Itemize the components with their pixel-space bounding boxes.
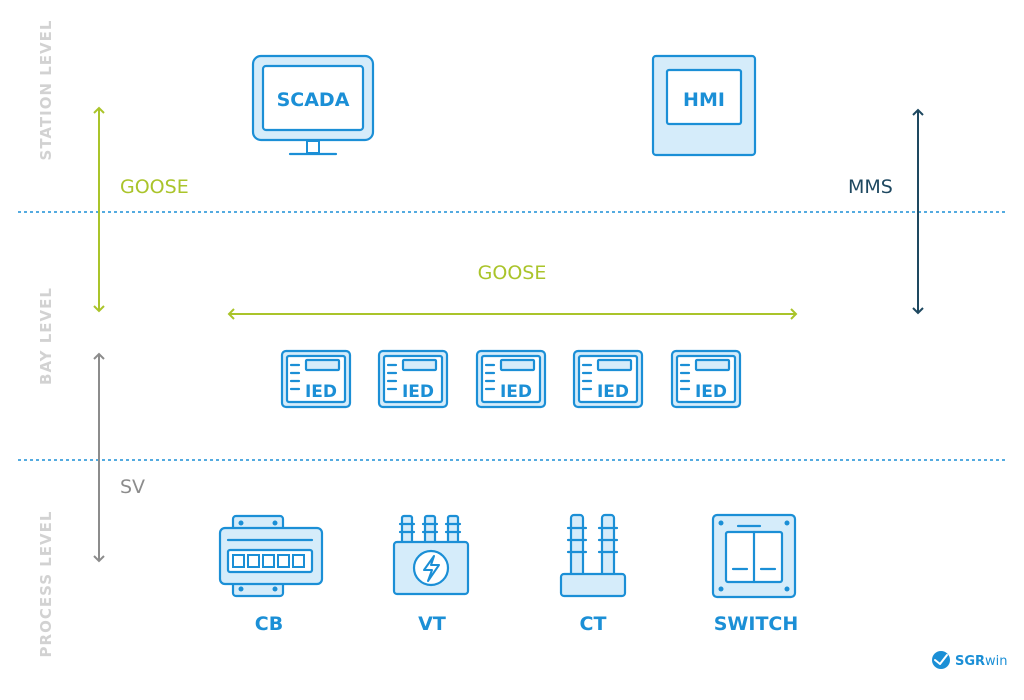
ied-icon bbox=[280, 349, 352, 409]
switch-icon bbox=[711, 513, 797, 599]
ied-label: IED bbox=[305, 382, 337, 402]
logo-suffix: win bbox=[985, 654, 1007, 669]
ied-label: IED bbox=[695, 382, 727, 402]
ied-device: IED bbox=[670, 349, 742, 409]
logo-brand: SGR bbox=[955, 654, 985, 669]
ct-label: CT bbox=[580, 613, 607, 635]
ied-device: IED bbox=[377, 349, 449, 409]
switch-label: SWITCH bbox=[714, 613, 799, 635]
hmi-panel-icon bbox=[651, 54, 757, 157]
ied-label: IED bbox=[597, 382, 629, 402]
scada-monitor-icon bbox=[251, 54, 375, 156]
ied-label: IED bbox=[500, 382, 532, 402]
ied-label: IED bbox=[402, 382, 434, 402]
sgrwin-logo: SGRwin bbox=[932, 651, 1008, 669]
circuit-breaker-icon bbox=[218, 514, 324, 598]
goose-horizontal-label: GOOSE bbox=[478, 262, 547, 284]
mms-label: MMS bbox=[848, 176, 893, 198]
ied-device: IED bbox=[475, 349, 547, 409]
bay-level-label: BAY LEVEL bbox=[37, 287, 55, 385]
voltage-transformer-icon bbox=[392, 514, 470, 596]
ied-icon bbox=[670, 349, 742, 409]
ied-device: IED bbox=[280, 349, 352, 409]
ied-icon bbox=[377, 349, 449, 409]
station-level-label: STATION LEVEL bbox=[37, 20, 55, 161]
svg-text:SGRwin: SGRwin bbox=[955, 654, 1008, 669]
process-level-label: PROCESS LEVEL bbox=[37, 511, 55, 658]
ied-device: IED bbox=[572, 349, 644, 409]
ied-icon bbox=[475, 349, 547, 409]
ied-icon bbox=[572, 349, 644, 409]
sv-label: SV bbox=[120, 476, 145, 498]
cb-label: CB bbox=[255, 613, 283, 635]
vt-label: VT bbox=[418, 613, 446, 635]
goose-vertical-label: GOOSE bbox=[120, 176, 189, 198]
scada-label: SCADA bbox=[277, 89, 350, 111]
current-transformer-icon bbox=[559, 513, 627, 598]
hmi-label: HMI bbox=[683, 89, 725, 111]
